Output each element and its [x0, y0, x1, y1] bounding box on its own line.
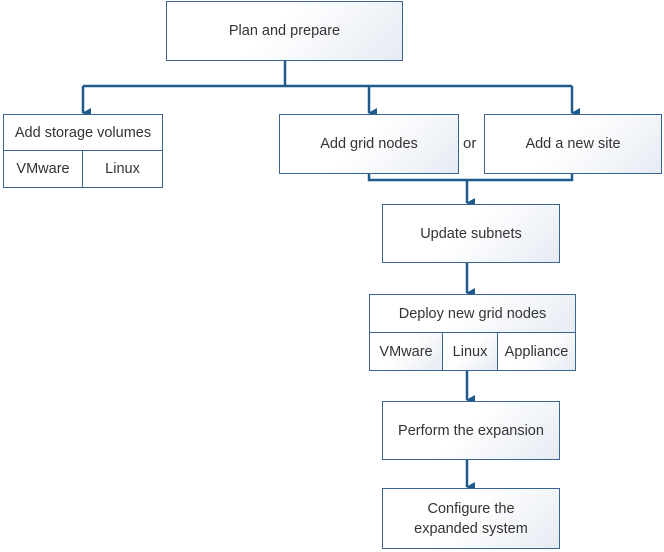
add-grid-nodes-box: Add grid nodes	[279, 114, 459, 174]
plan-and-prepare-box: Plan and prepare	[166, 1, 403, 61]
perform-expansion-label: Perform the expansion	[398, 422, 544, 439]
storage-linux-option: Linux	[82, 150, 163, 188]
add-storage-volumes-label: Add storage volumes	[14, 124, 152, 141]
deploy-vmware-option: VMware	[369, 332, 443, 371]
deploy-vmware-label: VMware	[379, 343, 433, 360]
deploy-new-grid-nodes-label: Deploy new grid nodes	[398, 305, 547, 322]
deploy-appliance-option: Appliance	[497, 332, 576, 371]
add-new-site-label: Add a new site	[525, 136, 621, 152]
add-storage-volumes-box: Add storage volumes	[3, 114, 163, 151]
deploy-linux-option: Linux	[442, 332, 498, 371]
deploy-linux-label: Linux	[452, 343, 488, 360]
perform-expansion-box: Perform the expansion	[382, 401, 560, 460]
update-subnets-label: Update subnets	[420, 225, 522, 242]
add-new-site-box: Add a new site	[484, 114, 662, 174]
deploy-new-grid-nodes-box: Deploy new grid nodes	[369, 294, 576, 333]
storage-vmware-label: VMware	[16, 161, 70, 177]
plan-and-prepare-label: Plan and prepare	[228, 23, 341, 39]
storage-linux-label: Linux	[105, 161, 140, 177]
deploy-appliance-label: Appliance	[504, 343, 569, 360]
update-subnets-box: Update subnets	[382, 204, 560, 263]
configure-expanded-system-label: Configure the expanded system	[414, 500, 528, 537]
storage-vmware-option: VMware	[3, 150, 83, 188]
configure-expanded-system-box: Configure the expanded system	[382, 488, 560, 549]
add-grid-nodes-label: Add grid nodes	[320, 136, 418, 152]
connector-join	[367, 174, 574, 182]
or-label: or	[463, 135, 477, 152]
